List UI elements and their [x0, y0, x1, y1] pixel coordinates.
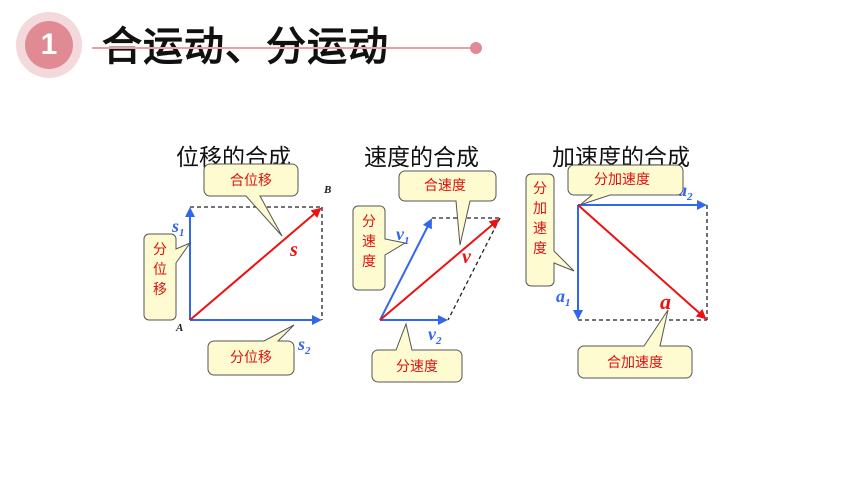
- velocity-heading: 速度的合成: [364, 145, 479, 171]
- callout-component-displacement-horizontal: 分位移: [207, 324, 295, 376]
- section-number: 1: [25, 21, 73, 69]
- section-number-badge: 1: [16, 12, 82, 78]
- vector-v1-arrow: [379, 218, 432, 321]
- point-b-label: B: [323, 184, 331, 196]
- callout-resultant-displacement: 合位移: [203, 163, 299, 237]
- svg-text:分位移: 分位移: [153, 242, 167, 298]
- callout-component-displacement-vertical: 分位移: [143, 233, 192, 321]
- callout-component-velocity-horizontal: 分速度: [371, 322, 463, 383]
- velocity-diagram: v1 v2 v 合速度 分速度 分速度: [352, 170, 501, 383]
- point-a-label: A: [175, 322, 183, 334]
- svg-text:合速度: 合速度: [424, 178, 466, 194]
- label-a1: a1: [556, 286, 571, 309]
- callout-component-velocity-vertical: 分速度: [352, 205, 407, 291]
- svg-text:合加速度: 合加速度: [607, 355, 663, 371]
- acceleration-diagram: a1 a2 a 分加速度 分加速度 合加速度: [525, 164, 708, 379]
- title-underline: [92, 47, 476, 49]
- label-s: s: [289, 239, 298, 261]
- displacement-diagram: s1 s2 s A B 合位移 分位移 分位移: [143, 163, 331, 376]
- dashed-right-edge: [447, 217, 501, 321]
- label-s1: s1: [171, 216, 185, 239]
- vector-a-arrow: [577, 204, 707, 320]
- label-s2: s2: [297, 334, 311, 357]
- svg-text:分加速度: 分加速度: [594, 172, 650, 188]
- svg-text:分速度: 分速度: [362, 214, 376, 270]
- title-underline-dot: [470, 42, 482, 54]
- callout-component-acceleration-top: 分加速度: [567, 164, 684, 206]
- vector-v-arrow: [379, 218, 500, 321]
- label-v1: v1: [396, 224, 410, 247]
- label-a: a: [660, 289, 671, 314]
- callout-resultant-acceleration: 合加速度: [577, 309, 693, 379]
- callout-component-acceleration-vertical: 分加速度: [525, 173, 575, 287]
- svg-text:分位移: 分位移: [230, 350, 272, 366]
- label-v2: v2: [428, 324, 442, 347]
- vector-s-arrow: [189, 207, 322, 321]
- svg-text:分速度: 分速度: [396, 359, 438, 375]
- svg-text:分加速度: 分加速度: [533, 181, 547, 257]
- label-v: v: [462, 246, 472, 268]
- callout-resultant-velocity: 合速度: [398, 170, 497, 246]
- svg-text:合位移: 合位移: [230, 173, 272, 189]
